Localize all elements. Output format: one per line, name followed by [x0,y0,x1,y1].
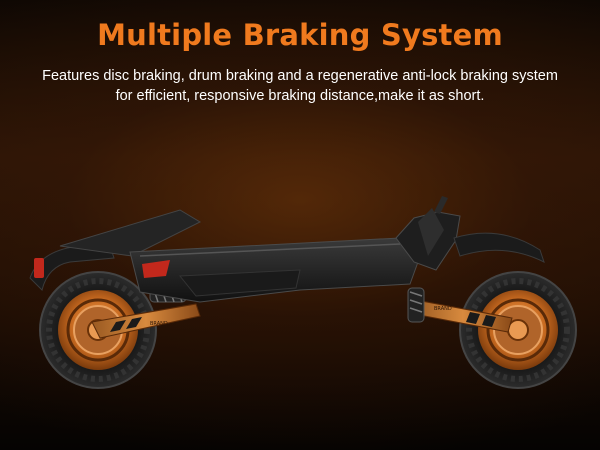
front-suspension [407,287,425,323]
feature-title: Multiple Braking System [97,18,503,52]
side-reflector [142,260,170,278]
feature-description: Features disc braking, drum braking and … [42,68,558,104]
front-wheel [459,271,577,389]
front-fender [453,232,545,263]
front-arm-brand: BRAND [434,306,452,312]
rear-swing-arm: BRAND [91,303,201,339]
rear-light [34,258,44,278]
swing-arm-brand: BRAND [150,321,168,327]
rear-seat-plate [59,209,202,257]
deck [59,209,419,303]
stem [395,196,461,271]
rear-fender [29,245,115,291]
